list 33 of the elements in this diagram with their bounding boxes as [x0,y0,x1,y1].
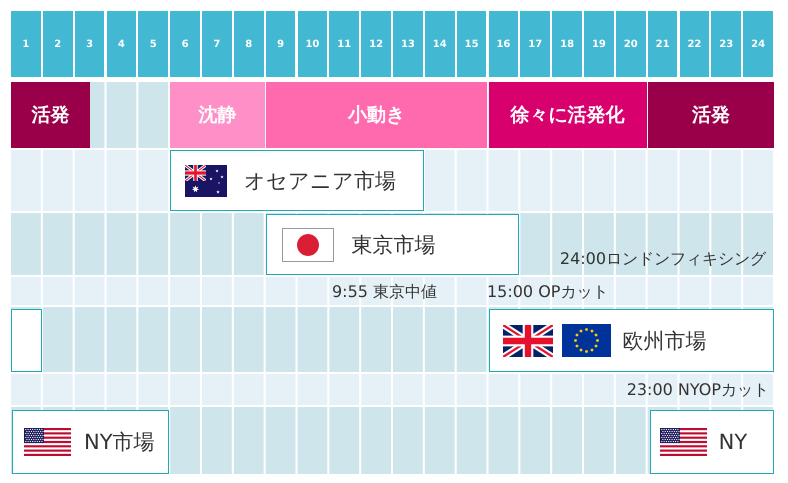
hour-header: 13 [393,11,423,77]
hour-header: 20 [616,11,646,77]
market-name: オセアニア市場 [244,168,396,194]
hour-header: 19 [584,11,614,77]
hour-header: 10 [298,11,328,77]
hour-header: 16 [488,11,518,77]
hour-header: 8 [234,11,264,77]
time-note: 23:00 NYOPカット [626,380,769,400]
hour-header: 23 [711,11,742,77]
hour-header: 17 [520,11,550,77]
hour-header: 2 [42,11,73,77]
hour-header: 9 [266,11,296,77]
hour-header: 6 [170,11,200,77]
hour-header: 7 [202,11,232,77]
hour-header: 11 [329,11,360,77]
hour-header: 24 [743,11,773,77]
hour-header: 5 [138,11,168,77]
time-note: 15:00 OPカット [487,282,608,302]
market-name: NY [718,430,748,454]
hour-header: 4 [106,11,136,77]
hour-header: 14 [424,11,455,77]
hour-header: 22 [680,11,710,77]
market-name: NY市場 [84,429,155,456]
market-name: 欧州市場 [622,328,706,354]
hour-header: 12 [361,11,391,77]
market-name: 東京市場 [352,232,436,258]
time-note: 24:00ロンドンフィキシング [560,249,766,269]
hour-header: 1 [11,11,41,77]
time-note: 9:55 東京中値 [332,282,438,302]
hour-header: 15 [456,11,486,77]
hour-header: 3 [74,11,104,77]
hour-header: 18 [552,11,582,77]
hour-header: 21 [648,11,678,77]
